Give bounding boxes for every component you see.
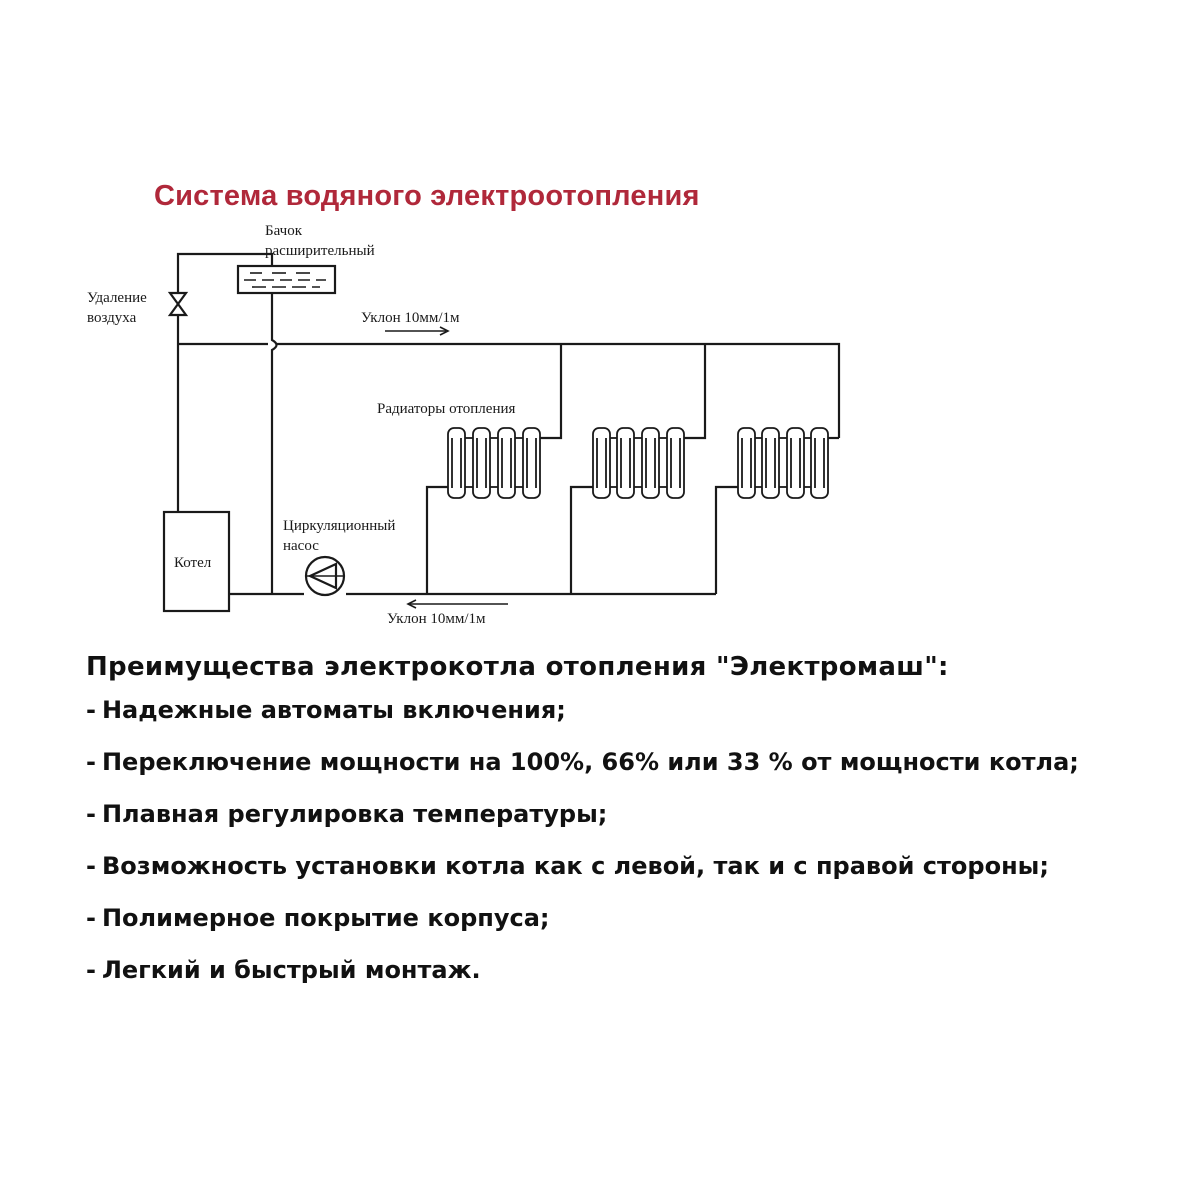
air-vent-label-line2: воздуха	[87, 310, 137, 326]
return-branch-3	[714, 485, 738, 594]
return-branch-1	[425, 485, 448, 594]
benefit-item: -Плавная регулировка температуры;	[86, 800, 1191, 852]
list-dash: -	[86, 904, 96, 932]
tank-label-line2: расширительный	[265, 243, 375, 259]
boiler	[162, 510, 231, 613]
benefit-text: Переключение мощности на 100%, 66% или 3…	[101, 748, 1079, 776]
benefits-list: -Надежные автоматы включения;-Переключен…	[86, 696, 1191, 1008]
benefit-text: Надежные автоматы включения;	[101, 696, 566, 724]
benefit-text: Возможность установки котла как с левой,…	[101, 852, 1049, 880]
boiler-label: Котел	[174, 555, 212, 571]
riser-pipe	[176, 252, 274, 512]
list-dash: -	[86, 956, 96, 984]
benefit-item: -Возможность установки котла как с левой…	[86, 852, 1191, 904]
benefit-item: -Переключение мощности на 100%, 66% или …	[86, 748, 1191, 800]
radiators-label: Радиаторы отопления	[377, 401, 515, 417]
list-dash: -	[86, 852, 96, 880]
benefit-item: -Полимерное покрытие корпуса;	[86, 904, 1191, 956]
tank-water-marks	[244, 272, 326, 288]
pump-label-line2: насос	[283, 538, 319, 554]
benefit-item: -Надежные автоматы включения;	[86, 696, 1191, 748]
benefits-section: Преимущества электрокотла отопления "Эле…	[86, 646, 1191, 1008]
slope-bottom-label: Уклон 10мм/1м	[387, 611, 486, 627]
slope-arrow-bottom-icon	[406, 599, 508, 609]
supply-drop-2	[684, 344, 707, 440]
benefit-text: Легкий и быстрый монтаж.	[101, 956, 481, 984]
benefit-text: Полимерное покрытие корпуса;	[101, 904, 550, 932]
supply-main-pipe	[178, 342, 841, 438]
radiator-3	[737, 427, 829, 499]
return-branch-2	[569, 485, 593, 594]
list-dash: -	[86, 696, 96, 724]
supply-drop-1	[540, 344, 563, 440]
heating-scheme-diagram: Бачок расширительный Удаление воздуха Ук…	[87, 223, 841, 627]
list-dash: -	[86, 748, 96, 776]
benefit-text: Плавная регулировка температуры;	[101, 800, 608, 828]
air-vent-valve-icon	[167, 291, 189, 317]
benefit-item: -Легкий и быстрый монтаж.	[86, 956, 1191, 1008]
radiator-1	[447, 427, 541, 499]
radiator-2	[592, 427, 685, 499]
tank-label-line1: Бачок	[265, 223, 303, 239]
slope-top-label: Уклон 10мм/1м	[361, 310, 460, 326]
slope-arrow-top-icon	[385, 326, 450, 336]
benefits-heading: Преимущества электрокотла отопления "Эле…	[86, 652, 949, 682]
circulation-pump-icon	[304, 555, 346, 597]
diagram-title: Система водяного электроотопления	[154, 180, 700, 212]
expansion-pipe	[270, 293, 278, 595]
pump-label-line1: Циркуляционный	[283, 518, 395, 534]
list-dash: -	[86, 800, 96, 828]
air-vent-label-line1: Удаление	[87, 290, 147, 306]
